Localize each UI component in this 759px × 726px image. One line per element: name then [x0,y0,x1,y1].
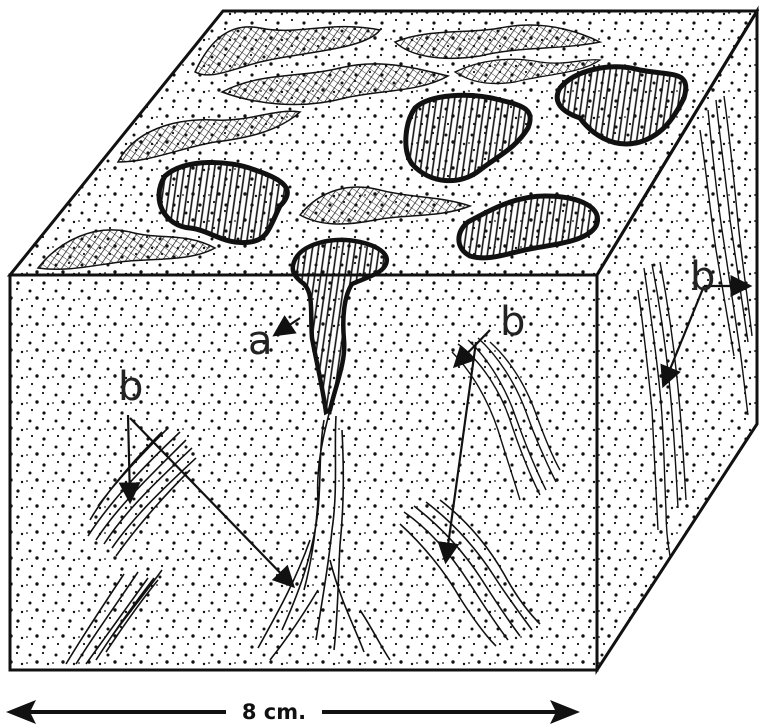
label-b-left: b [118,364,143,410]
label-a: a [248,318,273,364]
label-b-right: b [690,254,715,300]
scale-bar: 8 cm. [6,700,580,724]
scale-label: 8 cm. [242,700,306,724]
label-b-center: b [500,299,525,345]
